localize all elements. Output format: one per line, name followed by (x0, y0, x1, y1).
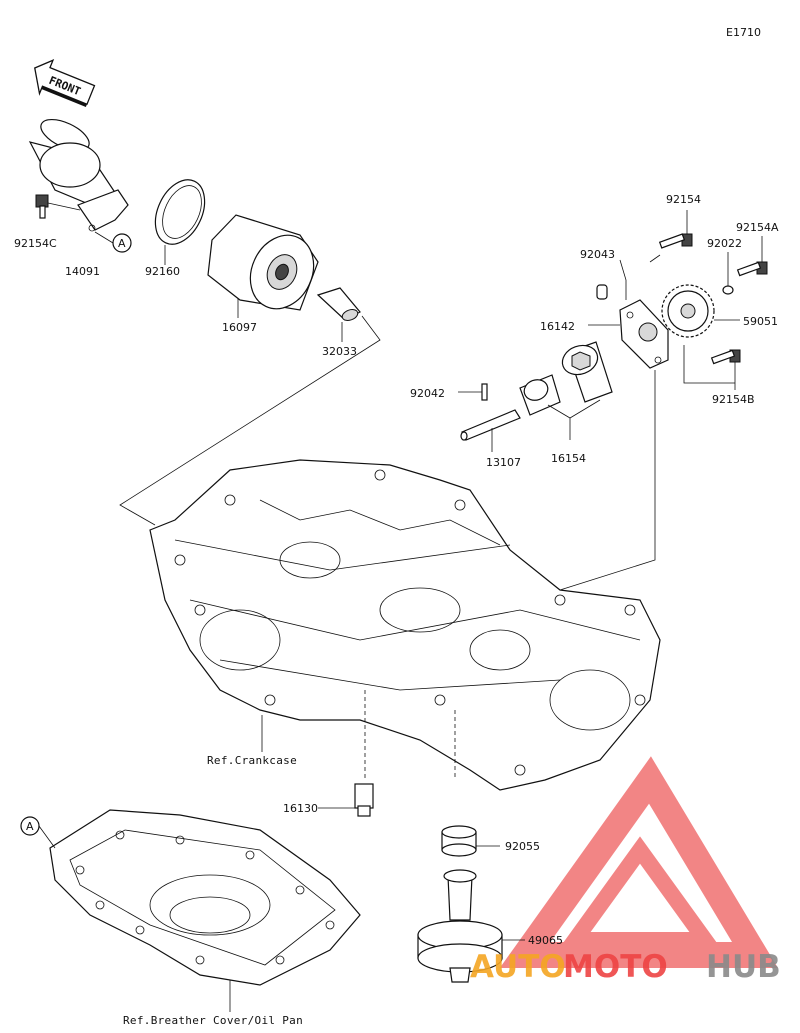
watermark-moto: MOTO (563, 949, 668, 985)
pump-rotor-16154 (519, 341, 613, 440)
pump-cover-16142 (619, 299, 669, 369)
watermark-text: AUTO MOTO HUB (470, 949, 781, 985)
label-92154a: 92154A (736, 221, 779, 234)
front-arrow-icon: FRONT (34, 59, 96, 107)
label-49065: 49065 (528, 934, 563, 947)
filter-bracket (28, 118, 129, 232)
label-16142: 16142 (540, 320, 575, 333)
label-16130: 16130 (283, 802, 318, 815)
label-59051: 59051 (743, 315, 778, 328)
watermark-logo (499, 756, 778, 968)
watermark-hub: HUB (706, 949, 781, 985)
label-92022: 92022 (707, 237, 742, 250)
ref-crankcase-label: Ref.Crankcase (207, 754, 297, 767)
crankcase-illustration (149, 459, 661, 791)
diagram-code: E1710 (726, 26, 761, 39)
pin-92043 (596, 259, 627, 300)
label-92154: 92154 (666, 193, 701, 206)
watermark-auto: AUTO (470, 949, 566, 985)
oil-strainer-49065 (417, 869, 525, 983)
leader-pump-to-crankcase (559, 370, 656, 591)
label-92154c: 92154C (14, 237, 57, 250)
label-16154: 16154 (551, 452, 586, 465)
label-92042: 92042 (410, 387, 445, 400)
bolt-92154 (649, 210, 693, 263)
oil-filter-16097 (207, 214, 319, 318)
washer-92022 (722, 285, 734, 295)
pump-shaft-13107 (460, 409, 521, 452)
label-92055: 92055 (505, 840, 540, 853)
label-32033: 32033 (322, 345, 357, 358)
leader-filter-to-crankcase (119, 315, 381, 526)
label-92043: 92043 (580, 248, 615, 261)
plug-16130 (318, 783, 374, 817)
label-14091: 14091 (65, 265, 100, 278)
label-13107: 13107 (486, 456, 521, 469)
pump-gear-59051 (661, 284, 740, 338)
collar-92055 (441, 825, 500, 857)
bolt-92154b (683, 345, 741, 390)
ref-oil-pan-label: Ref.Breather Cover/Oil Pan (123, 1014, 303, 1027)
oil-pan-illustration (49, 809, 361, 1012)
o-ring-92160 (154, 179, 206, 265)
bolt-92154c (35, 194, 81, 219)
label-16097: 16097 (222, 321, 257, 334)
bolt-92154a (736, 236, 768, 277)
pipe-32033 (316, 287, 361, 342)
ref-marker-a-label: A (118, 237, 126, 250)
ref-marker-a-pan-label: A (26, 820, 34, 833)
label-92160: 92160 (145, 265, 180, 278)
label-92154b: 92154B (712, 393, 755, 406)
pin-92042 (458, 383, 488, 401)
